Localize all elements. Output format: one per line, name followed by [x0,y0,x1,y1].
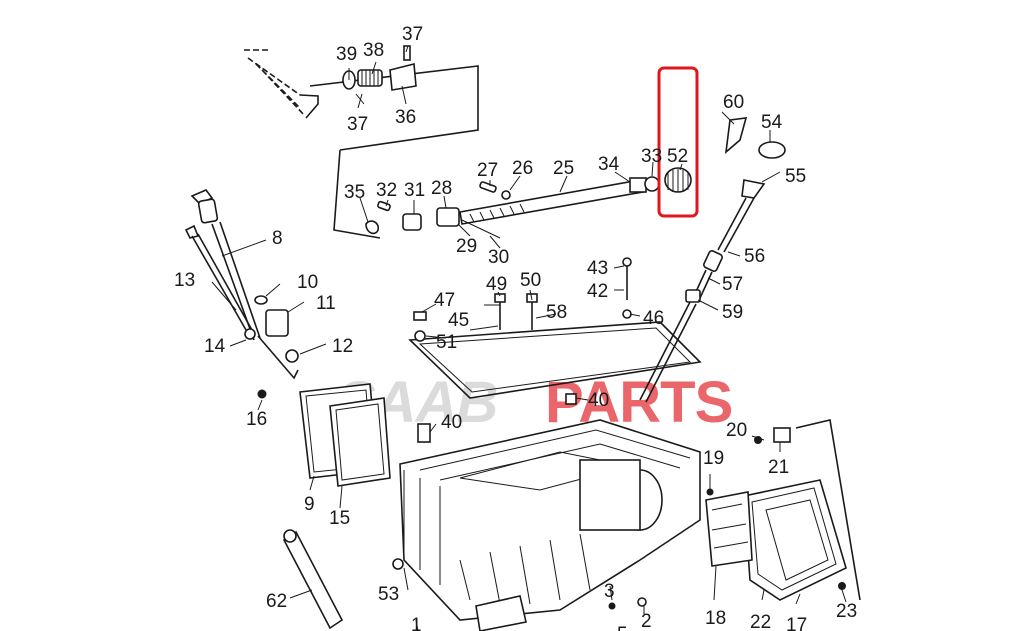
callout-31[interactable]: 31 [404,180,425,201]
callout-30[interactable]: 30 [488,247,509,268]
callout-53[interactable]: 53 [378,584,399,605]
callout-9[interactable]: 9 [304,494,315,515]
callout-39[interactable]: 39 [336,44,357,65]
callout-38[interactable]: 38 [363,40,384,61]
callout-29[interactable]: 29 [456,236,477,257]
callout-35[interactable]: 35 [344,182,365,203]
gearbox-housing [392,419,701,631]
callout-3[interactable]: 3 [604,581,615,602]
callout-40-right[interactable]: 40 [588,390,609,411]
callout-14[interactable]: 14 [204,336,226,357]
callout-56[interactable]: 56 [744,246,765,267]
callout-27[interactable]: 27 [477,160,498,181]
callout-22[interactable]: 22 [750,612,771,631]
left-rods-group [184,189,299,380]
callout-11[interactable]: 11 [316,293,336,314]
callout-20[interactable]: 20 [726,420,747,441]
callout-1[interactable]: 1 [411,615,422,631]
callout-59[interactable]: 59 [722,302,743,323]
callout-55[interactable]: 55 [785,166,806,187]
callout-33[interactable]: 33 [641,146,662,167]
callout-46[interactable]: 46 [643,308,664,329]
callout-36[interactable]: 36 [395,107,416,128]
leader-lines [211,45,847,631]
callout-34[interactable]: 34 [598,154,620,175]
callout-49[interactable]: 49 [486,274,507,295]
callout-12[interactable]: 12 [332,336,353,357]
callout-37-top[interactable]: 37 [402,24,423,45]
callout-13[interactable]: 13 [174,270,195,291]
highlight-box [657,66,699,218]
callout-42[interactable]: 42 [587,281,608,302]
callout-21[interactable]: 21 [768,457,789,478]
bottom-parts-group [282,393,647,630]
callout-43[interactable]: 43 [587,258,608,279]
callout-18[interactable]: 18 [705,608,726,629]
callout-labels: 37 39 38 37 36 27 26 25 34 33 52 35 32 3… [174,24,857,631]
callout-19[interactable]: 19 [703,448,724,469]
callout-32[interactable]: 32 [376,180,397,201]
callout-47[interactable]: 47 [434,290,455,311]
callout-60[interactable]: 60 [723,92,744,113]
filler-tube-group [639,117,786,403]
callout-26[interactable]: 26 [512,158,533,179]
callout-52[interactable]: 52 [667,146,688,167]
selector-shaft-group [333,149,692,239]
callout-57[interactable]: 57 [722,274,743,295]
callout-51[interactable]: 51 [436,332,457,353]
callout-17[interactable]: 17 [786,615,807,631]
callout-23[interactable]: 23 [836,601,857,622]
callout-40-left[interactable]: 40 [441,412,462,433]
callout-37-bottom[interactable]: 37 [347,114,368,135]
callout-15[interactable]: 15 [329,508,350,529]
callout-8[interactable]: 8 [272,228,283,249]
callout-16[interactable]: 16 [246,409,267,430]
callout-2[interactable]: 2 [641,611,652,631]
callout-5[interactable]: 5 [617,624,628,631]
callout-10[interactable]: 10 [297,272,318,293]
callout-45[interactable]: 45 [448,310,469,331]
side-covers-group [257,383,431,487]
callout-50[interactable]: 50 [520,270,541,291]
callout-54[interactable]: 54 [761,112,783,133]
callout-62[interactable]: 62 [266,591,287,612]
callout-25[interactable]: 25 [553,158,574,179]
end-cover-group [705,419,861,601]
callout-28[interactable]: 28 [431,178,452,199]
callout-58[interactable]: 58 [546,302,567,323]
